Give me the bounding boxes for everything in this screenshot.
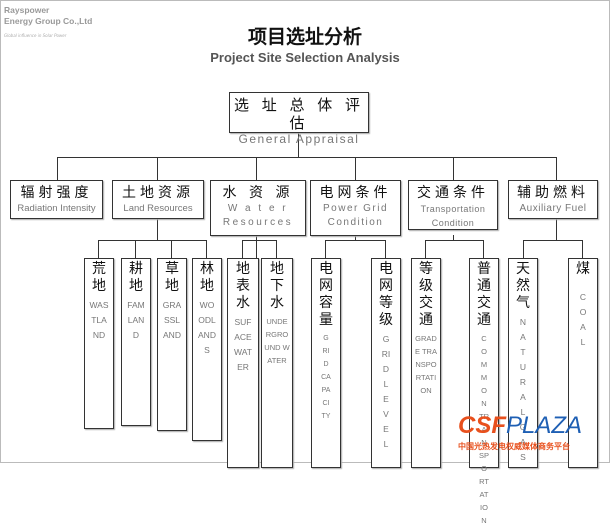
connector	[582, 240, 584, 258]
connector	[425, 240, 427, 258]
connector	[157, 218, 159, 240]
connector	[298, 132, 300, 157]
connector	[483, 240, 485, 258]
connector	[242, 240, 244, 258]
connector	[157, 157, 159, 180]
page-subtitle: Project Site Selection Analysis	[210, 50, 400, 65]
connector	[355, 157, 357, 180]
connector	[385, 240, 387, 258]
connector	[325, 240, 386, 242]
page-title: 项目选址分析	[247, 26, 362, 48]
connector	[98, 240, 207, 242]
connector	[242, 240, 277, 242]
connector	[57, 157, 59, 180]
connector	[556, 218, 558, 240]
connector	[171, 240, 173, 258]
watermark-logo: CSFPLAZA	[458, 412, 583, 439]
connector	[523, 240, 583, 242]
connector	[325, 240, 327, 258]
connector	[453, 235, 455, 240]
connector	[276, 240, 278, 258]
connector	[256, 157, 258, 180]
connector	[256, 235, 258, 258]
connector	[523, 240, 525, 258]
connector	[206, 240, 208, 258]
connector	[425, 240, 484, 242]
connector	[453, 157, 455, 180]
root-node: 选 址 总 体 评 估 General Appraisal	[229, 92, 369, 146]
watermark-slogan: 中国光热发电权威媒体商务平台	[458, 442, 570, 451]
connector	[57, 157, 557, 159]
connector	[556, 157, 558, 180]
connector	[135, 240, 137, 258]
connector	[355, 235, 357, 240]
connector	[98, 240, 100, 258]
company-tagline: Global influence in Solar Power	[4, 33, 67, 38]
